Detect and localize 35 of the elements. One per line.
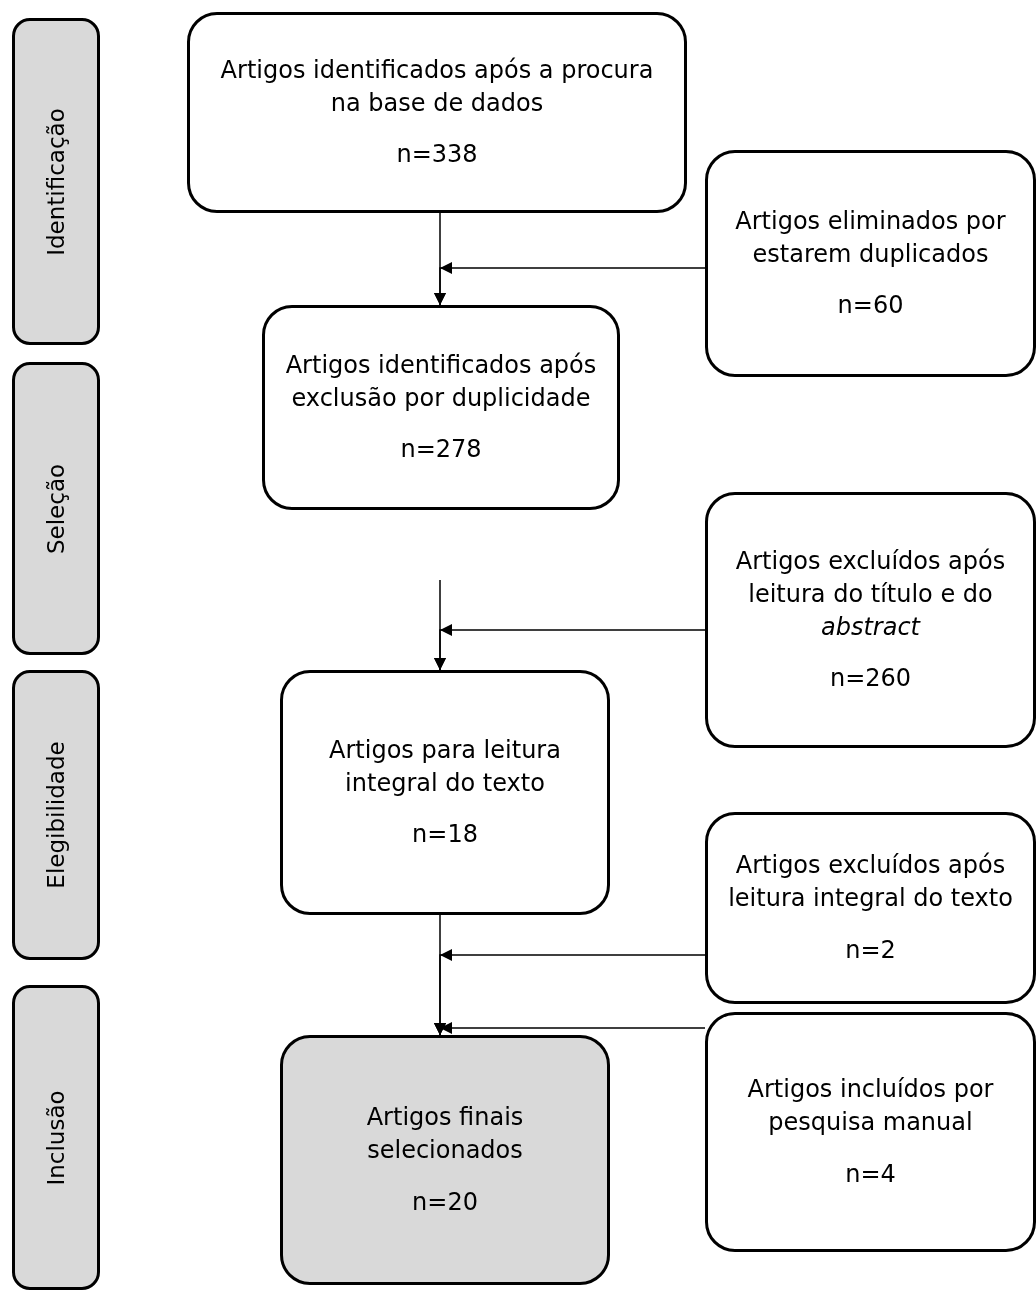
process-box <box>705 492 1036 748</box>
count-text: n=60 <box>837 290 904 322</box>
count-text: n=4 <box>845 1158 896 1190</box>
process-box <box>705 1012 1036 1252</box>
stage-band <box>12 985 100 1290</box>
process-box <box>705 150 1036 377</box>
count-text: n=2 <box>845 934 896 966</box>
process-box <box>262 305 620 510</box>
stage-band <box>12 18 100 345</box>
stage-label: Inclusão <box>43 1089 69 1186</box>
box-text: Artigos excluídos após leitura do título e do abstract <box>734 545 1007 643</box>
box-text: Artigos finais selecionados <box>365 1102 525 1167</box>
process-box <box>280 1035 610 1285</box>
arrow <box>434 624 706 671</box>
box-text: Artigos identificados após exclusão por duplicidade <box>284 349 598 414</box>
stage-label: Identificação <box>43 107 69 256</box>
count-text: n=20 <box>412 1186 478 1218</box>
arrow <box>434 262 706 306</box>
box-text: Artigos identificados após a procura na base de dados <box>219 54 655 119</box>
box-text: Artigos excluídos após leitura integral do texto <box>727 850 1014 915</box>
stage-band <box>12 670 100 960</box>
box-text: Artigos incluídos por pesquisa manual <box>746 1074 995 1139</box>
stage-label: Elegibilidade <box>43 741 69 889</box>
count-text: n=260 <box>829 663 912 695</box>
count-text: n=338 <box>396 139 478 171</box>
count-text: n=278 <box>400 434 482 466</box>
stage-band <box>12 362 100 655</box>
stage-label: Seleção <box>43 463 69 554</box>
arrow <box>434 1022 706 1036</box>
box-text: Artigos eliminados por estarem duplicados <box>734 205 1007 270</box>
process-box <box>705 812 1036 1004</box>
box-text: Artigos para leitura integral do texto <box>328 734 562 799</box>
count-text: n=18 <box>412 819 478 851</box>
process-box <box>187 12 687 213</box>
process-box <box>280 670 610 915</box>
